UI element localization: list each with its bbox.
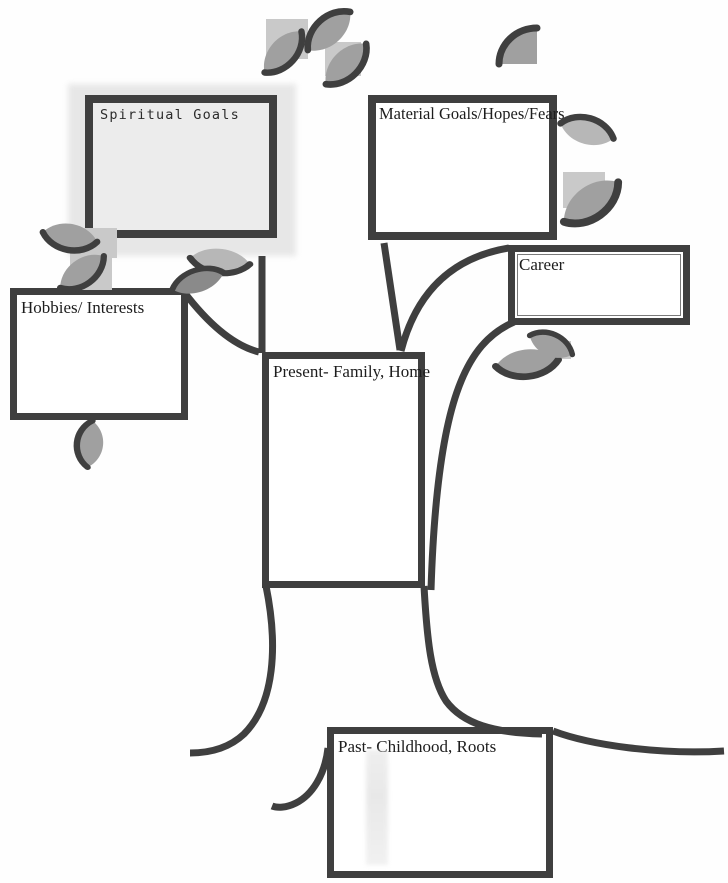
trunk-lower-right xyxy=(420,585,543,738)
leaf-icon xyxy=(316,34,375,93)
box-present-family-home: Present- Family, Home xyxy=(262,352,431,588)
leaf-icon xyxy=(75,419,106,468)
gray-square xyxy=(325,42,361,76)
gray-square xyxy=(266,19,308,59)
leaf-icon xyxy=(299,2,360,61)
career-label: Career xyxy=(519,255,565,274)
box-past-childhood-roots: Past- Childhood, Roots xyxy=(327,727,553,878)
leaf-icon xyxy=(254,22,311,82)
leaf-icon xyxy=(525,325,577,365)
box-career: Career xyxy=(508,245,690,325)
root-right xyxy=(551,727,725,756)
trunk-lower-left xyxy=(189,585,276,757)
box-hobbies-interests: Hobbies/ Interests xyxy=(10,288,188,420)
branch-career-right-arc xyxy=(427,318,516,591)
branch-material-to-present xyxy=(380,242,404,351)
leaf-icon xyxy=(494,346,559,380)
branch-career-to-present xyxy=(397,244,510,352)
branch-hobbies-to-trunk xyxy=(181,289,260,356)
root-left xyxy=(270,747,332,811)
hobbies-interests-label: Hobbies/ Interests xyxy=(21,298,145,317)
leaf-icon xyxy=(495,24,541,68)
gray-square xyxy=(563,172,605,208)
spiritual-goals-label: Spiritual Goals xyxy=(100,107,240,123)
gray-square xyxy=(70,250,112,290)
leaf-icon xyxy=(554,169,627,234)
leaf-icon xyxy=(556,111,617,152)
box-material-goals: Material Goals/Hopes/Fears xyxy=(368,95,565,240)
gray-square xyxy=(545,341,571,359)
present-label: Present- Family, Home xyxy=(273,362,431,381)
material-goals-label: Material Goals/Hopes/Fears xyxy=(379,104,565,123)
scan-artifact xyxy=(366,750,388,865)
box-spiritual-goals: Spiritual Goals xyxy=(85,95,277,238)
